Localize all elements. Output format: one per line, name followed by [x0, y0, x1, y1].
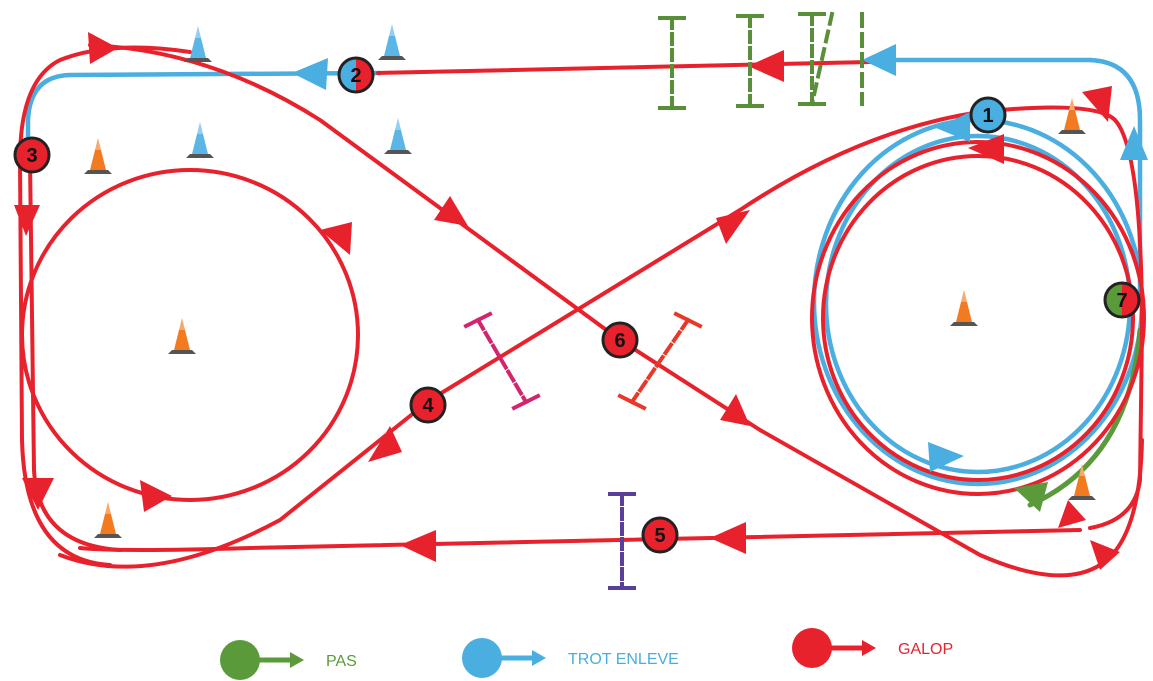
- step-marker-1: 1: [969, 96, 1007, 134]
- ground-pole-icon: [608, 492, 636, 590]
- traffic-cone-icon: [84, 138, 112, 174]
- step-marker-7: 7: [1103, 281, 1141, 319]
- ground-pole-icon: [736, 14, 764, 108]
- ground-pole-icon: [798, 11, 835, 107]
- traffic-cone-icon: [184, 26, 212, 62]
- arrow-right-circle-top: [968, 134, 1004, 164]
- arrow-top-left: [88, 32, 118, 64]
- canter-top-long-side: [376, 60, 872, 75]
- arrow-trot-top: [292, 58, 328, 90]
- arrow-diagonal-up-1: [368, 426, 402, 462]
- ground-pole-icon: [617, 311, 703, 411]
- walk-swatch-icon: [220, 640, 260, 680]
- arrow-trot-right-side: [1120, 126, 1148, 160]
- arrow-diagonal-down-1: [434, 196, 468, 226]
- legend-label-walk: PAS: [326, 653, 357, 670]
- arrow-trot-circle-bottom: [928, 442, 964, 472]
- arrow-trot-top-right: [862, 44, 896, 76]
- arrow-circle-left-top: [320, 222, 352, 255]
- traffic-cone-icon: [950, 290, 978, 326]
- arrow-walk: [1014, 482, 1048, 512]
- arrow-bottom-right: [1090, 540, 1120, 570]
- step-marker-label: 1: [982, 105, 993, 127]
- legend-label-trot: TROT ENLEVE: [568, 651, 679, 668]
- arrow-bottom-1: [400, 530, 436, 562]
- ground-pole-icon: [463, 311, 541, 411]
- arrow-left-down-2: [22, 478, 54, 510]
- step-marker-label: 7: [1116, 290, 1127, 312]
- canter-circle-right-outer: [810, 140, 1146, 496]
- arrow-canter-top: [748, 50, 784, 82]
- ground-pole-icon: [658, 16, 686, 110]
- arrow-circle-left-bottom: [140, 480, 172, 512]
- arrow-diagonal-up-2: [716, 210, 750, 244]
- canter-diagonal-up: [58, 105, 1117, 569]
- step-marker-label: 6: [614, 330, 625, 352]
- traffic-cone-icon: [1058, 98, 1086, 134]
- direction-arrows: [14, 32, 1148, 570]
- arrow-trot-right-circle-top: [936, 112, 970, 142]
- canter-circle-right-inner: [821, 154, 1135, 482]
- step-marker-5: 5: [641, 516, 679, 554]
- walk-arc: [1027, 327, 1143, 508]
- step-marker-label: 4: [422, 395, 434, 417]
- canter-circle-left: [20, 168, 360, 502]
- arrow-top-right: [1082, 86, 1112, 122]
- step-marker-3: 3: [13, 136, 51, 174]
- legend-item-trot: TROT ENLEVE: [462, 638, 679, 678]
- trot-swatch-icon: [462, 638, 502, 678]
- trot-top-left-segment: [25, 70, 383, 143]
- arrow-bottom-2: [710, 522, 746, 554]
- traffic-cone-icon: [378, 24, 406, 60]
- walk-track: [1027, 327, 1143, 508]
- legend-item-walk: PAS: [220, 640, 357, 680]
- traffic-cone-icon: [168, 318, 196, 354]
- arrow-right-bottom-inner: [1058, 500, 1086, 528]
- step-marker-2: 2: [337, 56, 375, 94]
- step-marker-label: 2: [350, 65, 361, 87]
- trot-right-corner: [1087, 57, 1143, 303]
- canter-bottom-long-side: [78, 528, 1082, 552]
- step-marker-6: 6: [601, 321, 639, 359]
- arrow-diagonal-down-2: [720, 394, 750, 426]
- legend-label-canter: GALOP: [898, 641, 953, 658]
- arrow-left-down: [14, 205, 40, 236]
- step-marker-label: 3: [26, 145, 37, 167]
- traffic-cone-icon: [186, 122, 214, 158]
- step-marker-label: 5: [654, 525, 665, 547]
- traffic-cone-icon: [94, 502, 122, 538]
- markers: 1 2 3 4 5 6 7: [13, 56, 1141, 554]
- legend-item-canter: GALOP: [792, 628, 953, 668]
- step-marker-4: 4: [409, 386, 447, 424]
- traffic-cone-icon: [384, 118, 412, 154]
- trot-circle-inner: [823, 133, 1133, 475]
- canter-swatch-icon: [792, 628, 832, 668]
- legend: PAS TROT ENLEVE GALOP: [220, 628, 953, 680]
- ground-poles: [463, 11, 864, 590]
